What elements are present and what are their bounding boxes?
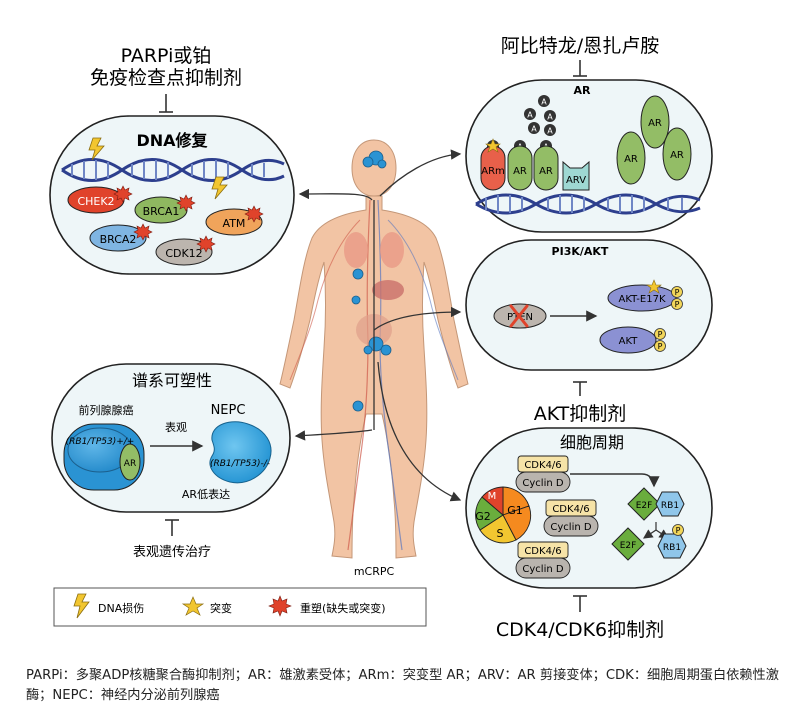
receptor-arm: ARm (481, 166, 505, 177)
svg-text:A: A (547, 127, 553, 136)
receptor-ar: AR (513, 166, 527, 177)
mutation-icon (485, 138, 501, 153)
phospho-icon: P (658, 330, 663, 339)
therapy-epigenetic: 表观遗传治疗 (133, 545, 211, 560)
receptor-ar: AR (648, 118, 662, 129)
protein-e2f: E2F (636, 501, 653, 511)
svg-text:A: A (541, 98, 547, 107)
protein-e2f: E2F (620, 541, 637, 551)
low-ar-label: AR低表达 (182, 487, 230, 501)
cdk-cyclin-complex: CDK4/6 Cyclin D (515, 541, 571, 579)
phase-g1: G1 (507, 504, 523, 517)
receptor-ar: AR (670, 150, 684, 161)
figure-caption: PARPi：多聚ADP核糖聚合酶抑制剂；AR：雄激素受体；ARm：突变型 AR；… (26, 668, 779, 703)
svg-text:Cyclin D: Cyclin D (522, 564, 563, 575)
dna-damage-icon (88, 137, 105, 161)
cdk-cyclin-complex: CDK4/6 Cyclin D (543, 499, 599, 537)
phospho-icon: P (658, 342, 663, 351)
legend-remodel-icon (268, 595, 292, 617)
protein-atm: ATM (223, 217, 246, 230)
metastasis-sites (351, 150, 392, 412)
svg-text:Cyclin D: Cyclin D (550, 522, 591, 533)
phospho-icon: P (675, 300, 680, 309)
pi3k-akt-panel: PI3K/AKT PTEN AKT-E17K P P AKT P P (465, 239, 713, 371)
phospho-icon: P (675, 288, 680, 297)
legend: DNA损伤 突变 重塑(缺失或突变) (53, 587, 427, 627)
therapy-abiraterone: 阿比特龙/恩扎卢胺 (501, 35, 659, 57)
ar-panel: AR A A A A A A A A ARm AR AR ARV AR AR A… (465, 79, 713, 233)
inhibit-symbol (573, 595, 587, 612)
svg-text:A: A (547, 113, 553, 122)
svg-text:A: A (527, 111, 533, 120)
cdk-cyclin-complex: CDK4/6 Cyclin D (515, 455, 571, 493)
therapy-cdk46: CDK4/CDK6抑制剂 (496, 619, 664, 641)
legend-mutation: 突变 (210, 601, 232, 615)
svg-text:A: A (531, 125, 537, 134)
activation-arrow (570, 473, 660, 488)
lineage-panel: 谱系可塑性 前列腺腺癌 NEPC (RB1/TP53)+/+ AR 表观 (RB… (51, 363, 291, 513)
phase-s: S (497, 527, 504, 540)
protein-rb1: RB1 (663, 543, 681, 553)
protein-rb1: RB1 (661, 501, 679, 511)
ar-panel-title: AR (574, 84, 592, 97)
lineage-panel-title: 谱系可塑性 (132, 371, 212, 390)
receptor-ar: AR (539, 166, 553, 177)
legend-mutation-icon (181, 596, 205, 616)
cell-cycle-pie (475, 486, 532, 544)
legend-dna-damage: DNA损伤 (98, 601, 144, 615)
therapy-parpi: PARPi或铂 (121, 45, 212, 67)
remodel-icon (133, 223, 153, 241)
dna-damage-icon (211, 176, 228, 200)
phase-m: M (488, 491, 497, 502)
epigenetic-arrow-label: 表观 (165, 420, 187, 434)
inhibit-symbol (573, 381, 587, 396)
protein-akt-e17k: AKT-E17K (618, 294, 665, 305)
therapy-checkpoint: 免疫检查点抑制剂 (90, 67, 242, 89)
pi3k-panel-title: PI3K/AKT (552, 245, 609, 258)
dna-helix (61, 158, 285, 182)
mutation-icon (646, 279, 662, 294)
protein-brca1: BRCA1 (143, 205, 180, 218)
cell-cycle-panel: 细胞周期 CDK4/6 Cyclin D CDK4/6 Cyclin D CDK… (465, 427, 713, 589)
genotype-nepc: (RB1/TP53)-/- (210, 459, 270, 469)
protein-cdk12: CDK12 (165, 247, 202, 260)
svg-text:CDK4/6: CDK4/6 (524, 546, 561, 557)
androgen-ligands: A A A A A A A A (487, 95, 556, 152)
dna-repair-panel: DNA修复 CHEK2 BRCA1 ATM BRCA2 CDK12 (49, 115, 295, 275)
protein-chek2: CHEK2 (77, 195, 114, 208)
loss-cross-icon (509, 304, 529, 328)
inhibit-symbol (165, 519, 179, 536)
phase-g2: G2 (475, 510, 491, 523)
remodel-icon (244, 205, 264, 223)
dna-panel-title: DNA修复 (136, 131, 208, 150)
inhibit-symbol (159, 94, 173, 113)
svg-text:Cyclin D: Cyclin D (522, 478, 563, 489)
therapy-akt: AKT抑制剂 (534, 403, 627, 425)
lineage-ar: AR (124, 459, 136, 469)
remodel-icon (196, 235, 216, 253)
svg-text:CDK4/6: CDK4/6 (524, 460, 561, 471)
receptor-ar: AR (624, 154, 638, 165)
nepc-label: NEPC (211, 403, 246, 418)
dna-helix (475, 193, 701, 215)
protein-akt: AKT (619, 336, 639, 347)
remodel-icon (113, 185, 133, 203)
adenocarcinoma-label: 前列腺腺癌 (79, 403, 134, 417)
mcrpc-label: mCRPC (354, 565, 395, 578)
phospho-icon: P (676, 526, 681, 535)
diagram-canvas: PARPi或铂 免疫检查点抑制剂 DNA修复 CHEK2 BRCA1 ATM (49, 35, 713, 641)
protein-brca2: BRCA2 (100, 233, 137, 246)
cycle-panel-title: 细胞周期 (560, 433, 624, 452)
receptor-arv: ARV (566, 175, 586, 186)
connector-arrows (294, 149, 462, 502)
remodel-icon (176, 194, 196, 212)
legend-dna-damage-icon (73, 593, 90, 619)
inhibit-symbol (573, 60, 587, 77)
legend-remodel: 重塑(缺失或突变) (300, 601, 386, 615)
svg-text:CDK4/6: CDK4/6 (552, 504, 589, 515)
genotype-adeno: (RB1/TP53)+/+ (66, 437, 135, 447)
